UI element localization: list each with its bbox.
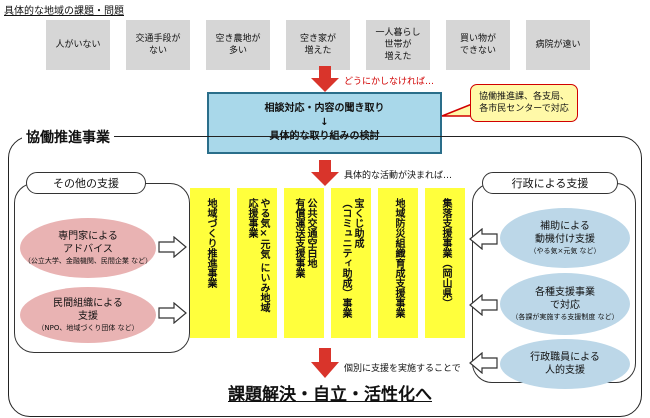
cooperation-label: 協働推進事業: [22, 127, 114, 147]
callout-text: どうにかしなければ…: [344, 77, 435, 87]
expert-advice-label: 専門家による アドバイス: [58, 231, 118, 255]
left-arrow-icon: [469, 294, 498, 316]
down-arrow-glyph: ↓: [320, 117, 329, 128]
right-arrow-icon: [158, 302, 187, 324]
activity-note: 具体的な活動が決まれば…: [344, 171, 453, 181]
problem-box: 一人暮らし 世帯が 増えた: [366, 20, 430, 70]
down-arrow-icon: [311, 348, 339, 378]
problem-box: 空き農地が 多い: [206, 20, 270, 70]
private-support-label: 民間組織による 支援: [53, 298, 123, 322]
support-programs-label: 各種支援事業 で対応: [535, 287, 595, 311]
down-arrow-icon: [311, 160, 339, 186]
staff-support-label: 行政職員による 人的支援: [530, 352, 600, 376]
support-programs-ellipse: 各種支援事業 で対応 （各課が実施する支援制度 など）: [500, 273, 630, 335]
problem-box: 空き家が 増えた: [286, 20, 350, 70]
cooperation-frame: [8, 136, 642, 417]
subsidy-label: 補助による 動機付け支援: [535, 221, 595, 245]
problem-box: 交通手段が ない: [126, 20, 190, 70]
individual-support-note: 個別に支援を実施することで: [344, 364, 461, 374]
down-arrow-icon: [311, 66, 339, 92]
left-arrow-icon: [469, 352, 498, 374]
private-support-sub: （NPO、地域づくり団体 など）: [37, 324, 139, 332]
project-column: 公共交通空白地 有償運送支援事業: [284, 188, 324, 338]
final-goal: 課題解決・自立・活性化へ: [228, 385, 432, 405]
project-column: やる気×元気 にいみ地域 応援事業: [237, 188, 277, 338]
subsidy-ellipse: 補助による 動機付け支援 （やる気×元気 など）: [500, 208, 630, 268]
project-column: 集落支援事業（岡山県）: [425, 188, 465, 338]
subsidy-sub: （やる気×元気 など）: [529, 247, 601, 255]
left-arrow-icon: [469, 228, 498, 250]
problem-box: 人がいない: [46, 20, 110, 70]
private-support-ellipse: 民間組織による 支援 （NPO、地域づくり団体 など）: [20, 287, 156, 343]
right-arrow-icon: [158, 236, 187, 258]
staff-support-ellipse: 行政職員による 人的支援: [500, 339, 630, 389]
consultation-line1: 相談対応・内容の聞き取り: [264, 103, 385, 114]
project-label: 地域防災組織育成支援事業: [393, 198, 404, 318]
project-label: 地域づくり推進事業: [205, 198, 216, 288]
callout-pointer-icon: [441, 102, 473, 117]
project-column: 地域防災組織育成支援事業: [378, 188, 418, 338]
support-programs-sub: （各課が実施する支援制度 など）: [511, 313, 619, 321]
problem-box: 買い物が できない: [446, 20, 510, 70]
office-balloon: 協働推進課、各支局、 各市民センターで対応: [470, 84, 578, 122]
project-label: 宝くじ助成 （コミュニティ助成）事業: [340, 198, 363, 318]
expert-advice-sub: （公立大学、金融機関、民間企業 など）: [23, 257, 153, 265]
project-column: 地域づくり推進事業: [190, 188, 230, 338]
problem-box: 病院が遠い: [526, 20, 590, 70]
expert-advice-ellipse: 専門家による アドバイス （公立大学、金融機関、民間企業 など）: [20, 218, 156, 278]
project-label: やる気×元気 にいみ地域 応援事業: [246, 198, 269, 313]
project-column: 宝くじ助成 （コミュニティ助成）事業: [331, 188, 371, 338]
project-label: 公共交通空白地 有償運送支援事業: [293, 198, 316, 278]
section-title-issues: 具体的な地域の課題・問題: [4, 6, 124, 17]
admin-support-title: 行政による支援: [482, 172, 618, 194]
other-support-title: その他の支援: [26, 172, 146, 194]
project-label: 集落支援事業（岡山県）: [440, 198, 451, 308]
